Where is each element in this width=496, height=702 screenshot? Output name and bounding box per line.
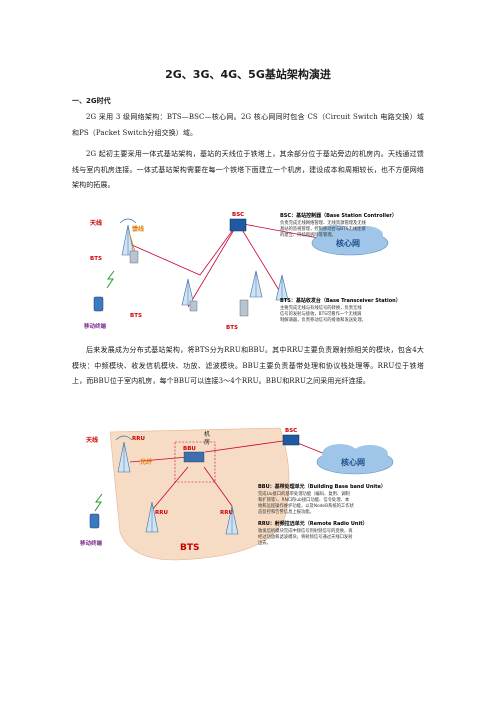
figure-2g-architecture: 天线 馈线 BTS 移动终端 BTS BTS BSC <box>84 212 401 331</box>
rru-note-line: 收发信机模块完成中频信号到射频信号的变换，再 <box>258 527 353 534</box>
rru-label: RRU <box>132 436 145 442</box>
fiber-link <box>129 456 189 463</box>
machine-room-label: 房 <box>204 438 210 446</box>
antenna-tower-icon <box>239 274 289 317</box>
wireless-link-icon <box>94 493 103 512</box>
bts-note-line: 主要完成无线与有线信号的转换，负责无线 <box>280 304 362 311</box>
bts-region-label: BTS <box>180 543 199 553</box>
link-bts-bsc <box>131 222 239 276</box>
bbu-note-line: 完成Uu接口的基带处理功能（编码、复用、调制 <box>258 490 350 497</box>
core-network-cloud-icon <box>316 444 394 475</box>
bts-note-line: 信号的发射与接收，BTS可看作一个无线调 <box>280 310 361 317</box>
bsc-switch-icon <box>282 434 300 446</box>
figure-distributed-architecture: 天线 RRU 光纤 机 房 BBU RRU RRU BTS 移动终端 BSC <box>80 427 394 561</box>
bsc-note-line: 负责完成无线网络管理、无线资源管理及无线 <box>280 219 367 226</box>
bsc-label: BSC <box>285 428 297 434</box>
machine-room-label: 机 <box>204 430 210 438</box>
bts-label: BTS <box>90 256 102 262</box>
bsc-note-line: 基站的监视管理，控制移动台与BTS无线连接 <box>280 225 366 232</box>
bbu-note-line: 态监控和告警信息上报功能。 <box>258 508 314 515</box>
core-network-cloud-icon <box>311 225 389 256</box>
bsc-note-line: 的建立、持续和拆除等管理。 <box>280 231 336 238</box>
core-network-label: 核心网 <box>336 238 360 248</box>
feeder-label: 馈线 <box>132 225 144 233</box>
fiber-link <box>151 466 189 511</box>
bsc-label: BSC <box>232 212 244 218</box>
antenna-label: 天线 <box>90 219 102 227</box>
bsc-switch-icon <box>229 218 247 232</box>
section-heading: 一、2G时代 <box>72 97 111 105</box>
paragraph-3: 后来发展成为分布式基站架构，将BTS分为RRU和BBU。其中RRU主要负责跟射频… <box>72 346 424 385</box>
paragraph-1: 2G 采用 3 级网络架构：BTS—BSC—核心网。2G 核心网同时包含 CS（… <box>72 113 424 137</box>
antenna-tower-icon <box>119 218 137 256</box>
bbu-note-line: 和扩频等）、RNC的Iub接口功能、信令处理、本 <box>258 496 350 503</box>
fiber-label: 光纤 <box>139 458 152 466</box>
rru-note-line: 经过功放和滤波模块，将射频信号通过天线口发射 <box>258 533 353 540</box>
rru-note-line: 出去。 <box>258 539 271 546</box>
mobile-phone-icon <box>89 513 100 529</box>
link-bts3-bsc <box>237 222 286 301</box>
mobile-label: 移动终端 <box>80 539 103 547</box>
antenna-tower-icon <box>249 270 263 298</box>
bbu-label: BBU <box>183 446 196 452</box>
mobile-label: 移动终端 <box>84 322 107 330</box>
antenna-tower-icon <box>115 435 133 473</box>
machine-room-box <box>174 441 216 483</box>
bts-note-title: BTS：基站收发台（Base Transceiver Station） <box>280 297 401 304</box>
link-bts2-bsc <box>187 222 239 308</box>
bts-note-line: 制解调器，负责移动信号的接收和发送处理。 <box>280 316 366 323</box>
rru-label-2: RRU <box>155 510 168 516</box>
bbu-unit-icon <box>183 451 205 463</box>
antenna-tower-icon <box>145 501 159 533</box>
antenna-label: 天线 <box>86 436 98 444</box>
bbu-note-title: BBU：基带处理单元（Building Base band Unite） <box>258 483 386 490</box>
link-bbu-bsc <box>204 439 291 453</box>
antenna-tower-icon <box>181 278 198 312</box>
wireless-link-icon <box>106 270 115 289</box>
bts-label-3: BTS <box>226 325 238 331</box>
bts-label-2: BTS <box>130 313 142 319</box>
fiber-link <box>203 466 233 507</box>
core-network-label: 核心网 <box>341 457 365 467</box>
page-title: 2G、3G、4G、5G基站架构演进 <box>165 68 331 81</box>
bts-cabinet-icon <box>129 250 139 264</box>
rru-note-title: RRU：射频拉远单元（Remote Radio Unit） <box>258 520 368 527</box>
paragraph-2: 2G 起初主要采用一体式基站架构，基站的天线位于铁塔上，其余部分位于基站旁边的机… <box>72 150 424 189</box>
rru-label-3: RRU <box>220 510 233 516</box>
bsc-note-title: BSC：基站控制器（Base Station Controller） <box>280 212 397 219</box>
antenna-tower-icon <box>225 505 239 535</box>
mobile-phone-icon <box>93 296 104 312</box>
bbu-note-line: 地和远程操作维护功能，以及NodeB系统的工作状 <box>258 502 355 509</box>
